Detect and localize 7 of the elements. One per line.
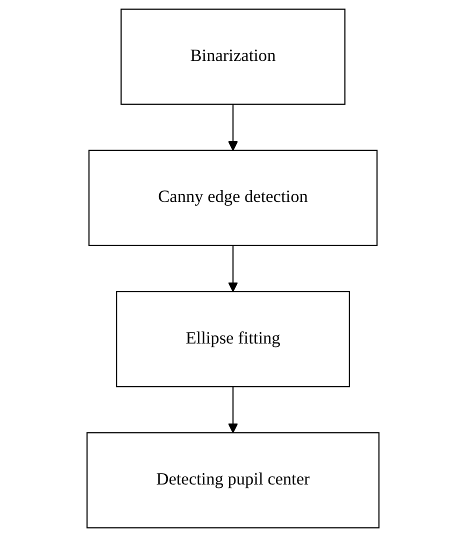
node-box: Canny edge detection <box>88 150 378 246</box>
arrow <box>228 245 238 292</box>
node-box: Ellipse fitting <box>116 290 350 388</box>
arrow <box>228 386 238 434</box>
node-box: Binarization <box>120 8 346 105</box>
node-box: Detecting pupil center <box>86 432 380 528</box>
arrow <box>228 104 238 151</box>
